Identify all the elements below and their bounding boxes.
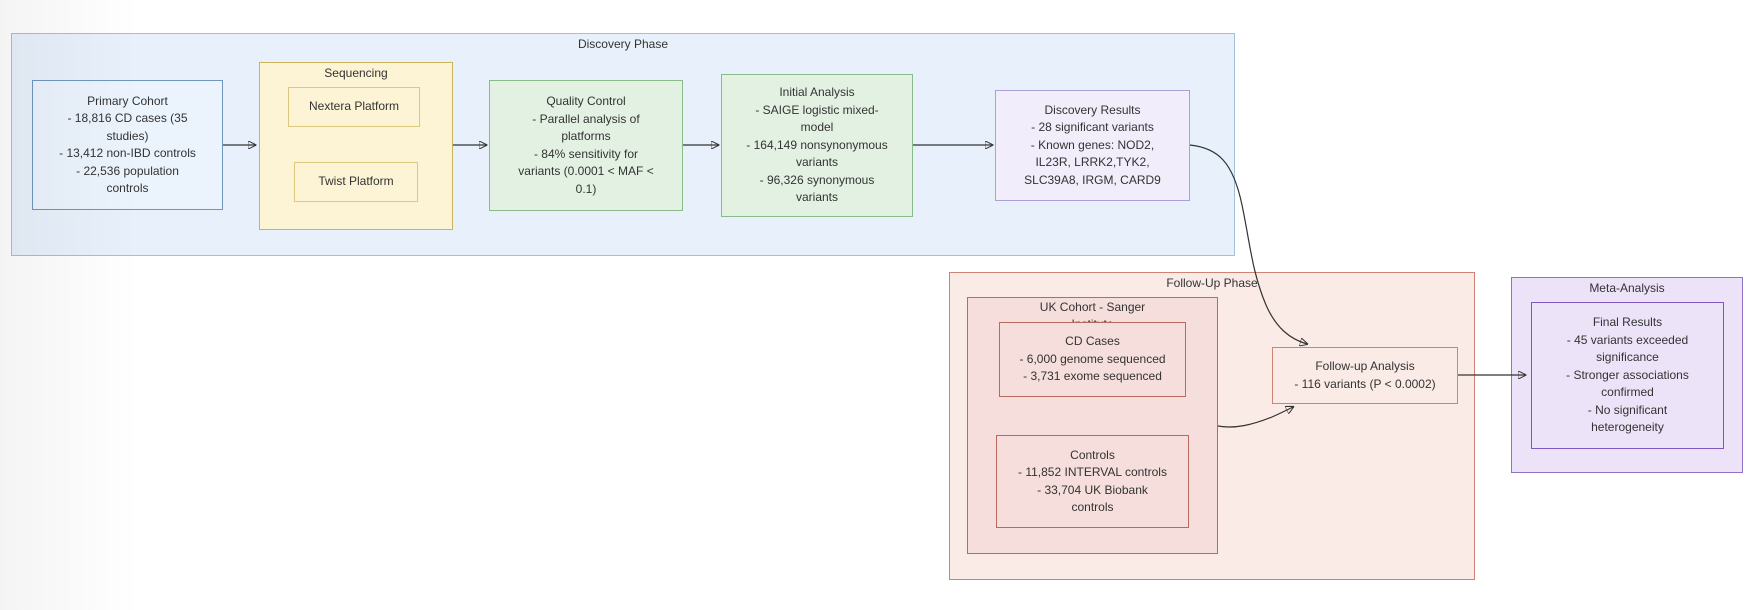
primary-cohort-body: - 18,816 CD cases (35 studies) - 13,412 … [59, 111, 196, 195]
follow-up-phase-label: Follow-Up Phase [1166, 276, 1258, 290]
meta-analysis-label: Meta-Analysis [1589, 281, 1665, 295]
twist-platform-title: Twist Platform [318, 174, 394, 189]
final-results-title: Final Results [1592, 315, 1663, 330]
discovery-results-node: Discovery Results - 28 significant varia… [995, 90, 1190, 201]
initial-analysis-body: - SAIGE logistic mixed- model - 164,149 … [746, 102, 888, 205]
controls-node: Controls - 11,852 INTERVAL controls - 33… [996, 435, 1189, 528]
discovery-phase-label: Discovery Phase [577, 37, 669, 51]
final-results-node: Final Results - 45 variants exceeded sig… [1531, 302, 1724, 449]
sequencing-label: Sequencing [324, 66, 388, 80]
primary-cohort-title: Primary Cohort [87, 93, 168, 108]
discovery-results-body: - 28 significant variants - Known genes:… [1024, 120, 1161, 187]
cd-cases-title: CD Cases [1065, 334, 1120, 349]
quality-control-body: - Parallel analysis of platforms - 84% s… [518, 111, 654, 196]
cd-cases-node: CD Cases - 6,000 genome sequenced - 3,73… [999, 322, 1186, 397]
follow-up-analysis-title: Follow-up Analysis [1315, 359, 1415, 373]
final-results-body: - 45 variants exceeded significance - St… [1566, 332, 1689, 435]
discovery-results-title: Discovery Results [1044, 102, 1141, 117]
twist-platform-node: Twist Platform [294, 162, 418, 202]
follow-up-analysis-node: Follow-up Analysis - 116 variants (P < 0… [1272, 347, 1458, 404]
cd-cases-body: - 6,000 genome sequenced - 3,731 exome s… [1019, 351, 1166, 384]
controls-title: Controls [1070, 447, 1115, 462]
nextera-platform-node: Nextera Platform [288, 87, 420, 127]
initial-analysis-title: Initial Analysis [779, 85, 855, 100]
controls-body: - 11,852 INTERVAL controls - 33,704 UK B… [1018, 465, 1167, 514]
quality-control-title: Quality Control [546, 94, 626, 108]
follow-up-analysis-body: - 116 variants (P < 0.0002) [1294, 376, 1436, 391]
quality-control-node: Quality Control - Parallel analysis of p… [489, 80, 683, 211]
nextera-platform-title: Nextera Platform [308, 99, 400, 114]
primary-cohort-node: Primary Cohort - 18,816 CD cases (35 stu… [32, 80, 223, 210]
initial-analysis-node: Initial Analysis - SAIGE logistic mixed-… [721, 74, 913, 217]
